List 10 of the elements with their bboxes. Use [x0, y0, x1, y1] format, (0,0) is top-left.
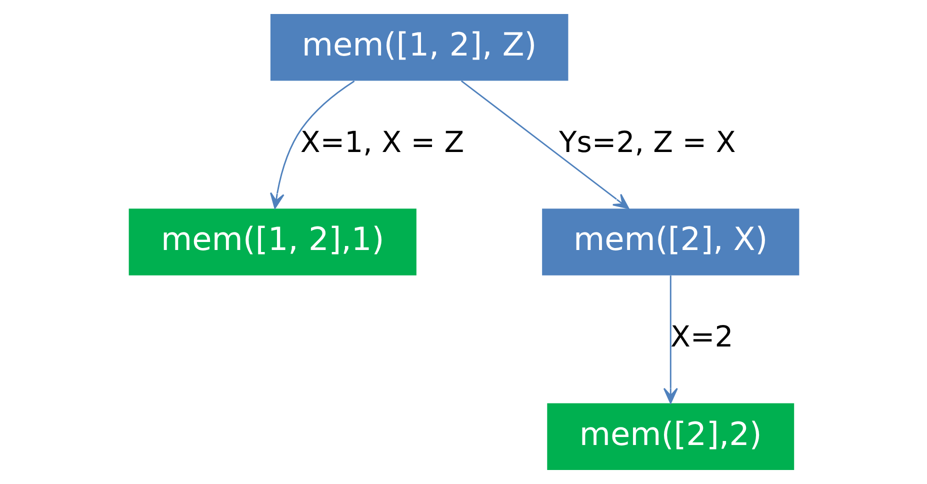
arrow: [662, 276, 678, 404]
edge-label: Ys=2, Z = X: [558, 124, 736, 159]
arrow: [269, 80, 354, 209]
arrow: [460, 80, 629, 210]
node-box: mem([1, 2],1): [128, 208, 416, 276]
node-box: mem([2],2): [546, 403, 794, 470]
edge-label: X=1, X = Z: [300, 124, 464, 159]
node-box: mem([1, 2], Z): [270, 14, 568, 81]
node-box: mem([2], X): [542, 208, 799, 276]
edge-label: X=2: [670, 320, 733, 354]
